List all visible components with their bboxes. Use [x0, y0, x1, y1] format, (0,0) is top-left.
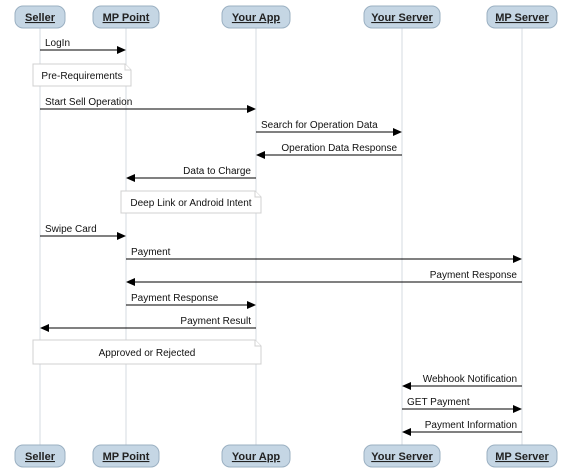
actor-box — [92, 444, 160, 468]
message-15: Payment Information — [402, 420, 522, 436]
message-label: Swipe Card — [45, 224, 97, 235]
arrowhead-icon — [117, 46, 126, 54]
actor-label: Your Server — [371, 451, 433, 463]
actor-seller-top: Seller — [14, 5, 66, 29]
lifelines — [39, 28, 523, 445]
actor-mpserver-bottom: MP Server — [486, 444, 558, 468]
arrowhead-icon — [393, 128, 402, 136]
message-5: Data to Charge — [126, 166, 256, 182]
message-10: Payment Response — [126, 293, 256, 309]
actor-box — [221, 444, 291, 468]
message-label: Operation Data Response — [281, 143, 397, 154]
arrowhead-icon — [247, 301, 256, 309]
note-label: Pre-Requirements — [41, 71, 122, 82]
message-label: Payment Information — [425, 420, 517, 431]
actors-top: Seller MP Point Your App Your Server MP Serv… — [14, 5, 558, 29]
note-6: Deep Link or Android Intent — [120, 190, 262, 214]
note-12: Approved or Rejected — [32, 339, 262, 365]
actor-yourserver-bottom: Your Server — [363, 444, 441, 468]
message-7: Swipe Card — [40, 224, 126, 240]
message-2: Start Sell Operation — [40, 97, 256, 113]
arrowhead-icon — [402, 428, 411, 436]
note-fold — [124, 64, 131, 71]
actor-box — [486, 5, 558, 29]
actor-label: MP Point — [103, 12, 150, 24]
message-label: Data to Charge — [183, 166, 251, 177]
actor-mppoint-bottom: MP Point — [92, 444, 160, 468]
message-8: Payment — [126, 247, 522, 263]
actor-yourapp-bottom: Your App — [221, 444, 291, 468]
actor-label: Seller — [25, 12, 56, 24]
arrowhead-icon — [126, 174, 135, 182]
message-14: GET Payment — [402, 397, 522, 413]
actor-yourapp-top: Your App — [221, 5, 291, 29]
actor-box — [221, 5, 291, 29]
arrowhead-icon — [247, 105, 256, 113]
actors-bottom: Seller MP Point Your App Your Server MP Serv… — [14, 444, 558, 468]
message-0: LogIn — [40, 38, 126, 54]
note-box — [120, 190, 262, 214]
note-box — [32, 339, 262, 365]
message-label: Webhook Notification — [423, 374, 517, 385]
arrowhead-icon — [402, 382, 411, 390]
note-label: Deep Link or Android Intent — [130, 198, 251, 209]
message-4: Operation Data Response — [256, 143, 402, 159]
message-label: Payment Response — [430, 270, 518, 281]
actor-mpserver-top: MP Server — [486, 5, 558, 29]
actor-box — [14, 5, 66, 29]
arrowhead-icon — [513, 405, 522, 413]
message-label: GET Payment — [407, 397, 470, 408]
actor-box — [92, 5, 160, 29]
actor-box — [363, 444, 441, 468]
note-label: Approved or Rejected — [99, 348, 196, 359]
message-3: Search for Operation Data — [256, 120, 402, 136]
message-label: LogIn — [45, 38, 70, 49]
actor-box — [14, 444, 66, 468]
note-1: Pre-Requirements — [32, 63, 132, 87]
actor-box — [363, 5, 441, 29]
message-11: Payment Result — [40, 316, 256, 332]
arrowhead-icon — [126, 278, 135, 286]
actor-mppoint-top: MP Point — [92, 5, 160, 29]
arrowhead-icon — [117, 232, 126, 240]
note-fold — [254, 191, 261, 198]
message-13: Webhook Notification — [402, 374, 522, 390]
actor-label: MP Server — [495, 12, 549, 24]
note-box — [32, 63, 132, 87]
message-label: Start Sell Operation — [45, 97, 132, 108]
note-fold — [254, 340, 261, 347]
message-label: Payment Result — [180, 316, 251, 327]
arrowhead-icon — [256, 151, 265, 159]
actor-box — [486, 444, 558, 468]
message-9: Payment Response — [126, 270, 522, 286]
actor-label: Your App — [232, 12, 281, 24]
message-label: Payment — [131, 247, 171, 258]
actor-label: MP Point — [103, 451, 150, 463]
actor-seller-bottom: Seller — [14, 444, 66, 468]
actor-label: Seller — [25, 451, 56, 463]
actor-yourserver-top: Your Server — [363, 5, 441, 29]
actor-label: Your App — [232, 451, 281, 463]
actor-label: Your Server — [371, 12, 433, 24]
actor-label: MP Server — [495, 451, 549, 463]
message-label: Payment Response — [131, 293, 219, 304]
arrowhead-icon — [40, 324, 49, 332]
message-label: Search for Operation Data — [261, 120, 378, 131]
arrowhead-icon — [513, 255, 522, 263]
